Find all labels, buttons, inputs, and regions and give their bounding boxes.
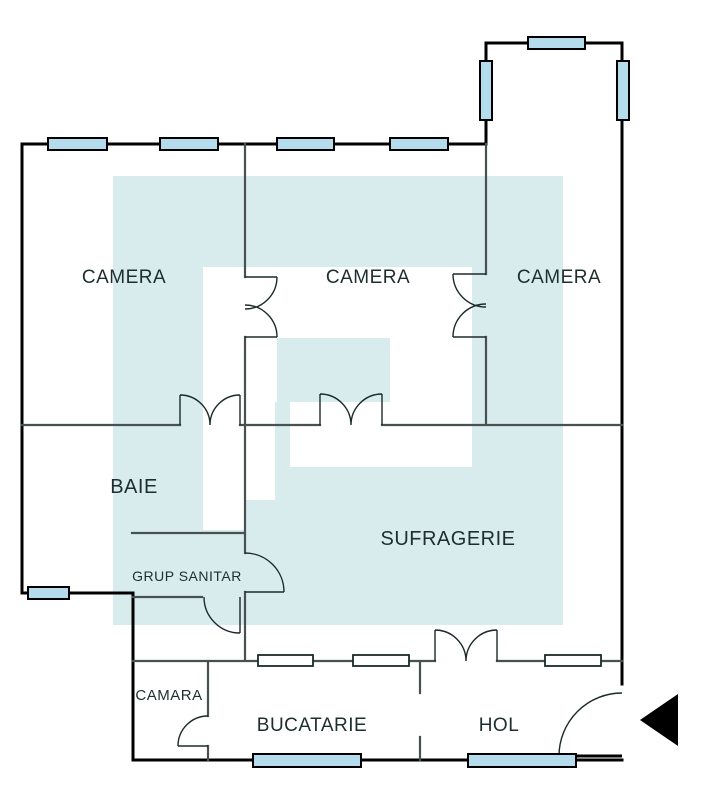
windows: [27, 36, 630, 768]
watermark-bottom-block: [275, 467, 563, 625]
watermark-connector: [275, 402, 290, 467]
window-side-right-protrusion: [616, 60, 630, 121]
room-label-camera-middle: CAMERA: [326, 267, 410, 288]
door-camera-middle-sufragerie-double: [319, 393, 383, 426]
room-label-sufragerie: SUFRAGERIE: [380, 528, 515, 550]
window-top-2: [159, 137, 219, 151]
window-bucatarie: [252, 753, 362, 768]
room-label-camera-left: CAMERA: [82, 267, 166, 288]
door-camara: [177, 715, 209, 747]
watermark-logo: [113, 176, 563, 625]
window-top-protrusion: [527, 36, 586, 50]
entrance-arrow-icon: [640, 694, 678, 746]
door-sufragerie-hol-double: [434, 629, 498, 662]
window-top-4: [389, 137, 449, 151]
window-top-1: [47, 137, 108, 151]
window-top-3: [276, 137, 335, 151]
watermark-inner-bar: [277, 338, 390, 402]
room-label-grup-sanitar: GRUP SANITAR: [132, 568, 242, 584]
interior-window-2: [352, 654, 410, 667]
window-baie: [27, 586, 70, 600]
room-label-bucatarie: BUCATARIE: [257, 715, 367, 736]
window-hol: [467, 753, 577, 768]
door-camera-left-middle-double: [244, 276, 278, 338]
watermark-top-bar: [113, 176, 563, 267]
window-side-left-protrusion: [479, 60, 493, 121]
room-labels: CAMERA CAMERA CAMERA BAIE GRUP SANITAR S…: [82, 267, 601, 736]
watermark-lower-left: [203, 530, 275, 625]
door-camera-left-baie-wall-double: [179, 394, 241, 426]
room-label-hol: HOL: [479, 715, 520, 736]
door-grup-sanitar-sufragerie: [244, 552, 285, 593]
door-camera-middle-right-double: [452, 273, 487, 338]
entrance-door-arc: [558, 692, 623, 757]
room-label-baie: BAIE: [110, 476, 158, 498]
room-label-camara: CAMARA: [135, 687, 202, 704]
interior-window-3: [544, 654, 602, 667]
door-grup-sanitar-bottom: [203, 596, 241, 634]
interior-window-1: [257, 654, 314, 667]
room-label-camera-right: CAMERA: [517, 267, 601, 288]
door-symbols: [177, 273, 623, 758]
watermark-left-stem: [113, 267, 203, 625]
